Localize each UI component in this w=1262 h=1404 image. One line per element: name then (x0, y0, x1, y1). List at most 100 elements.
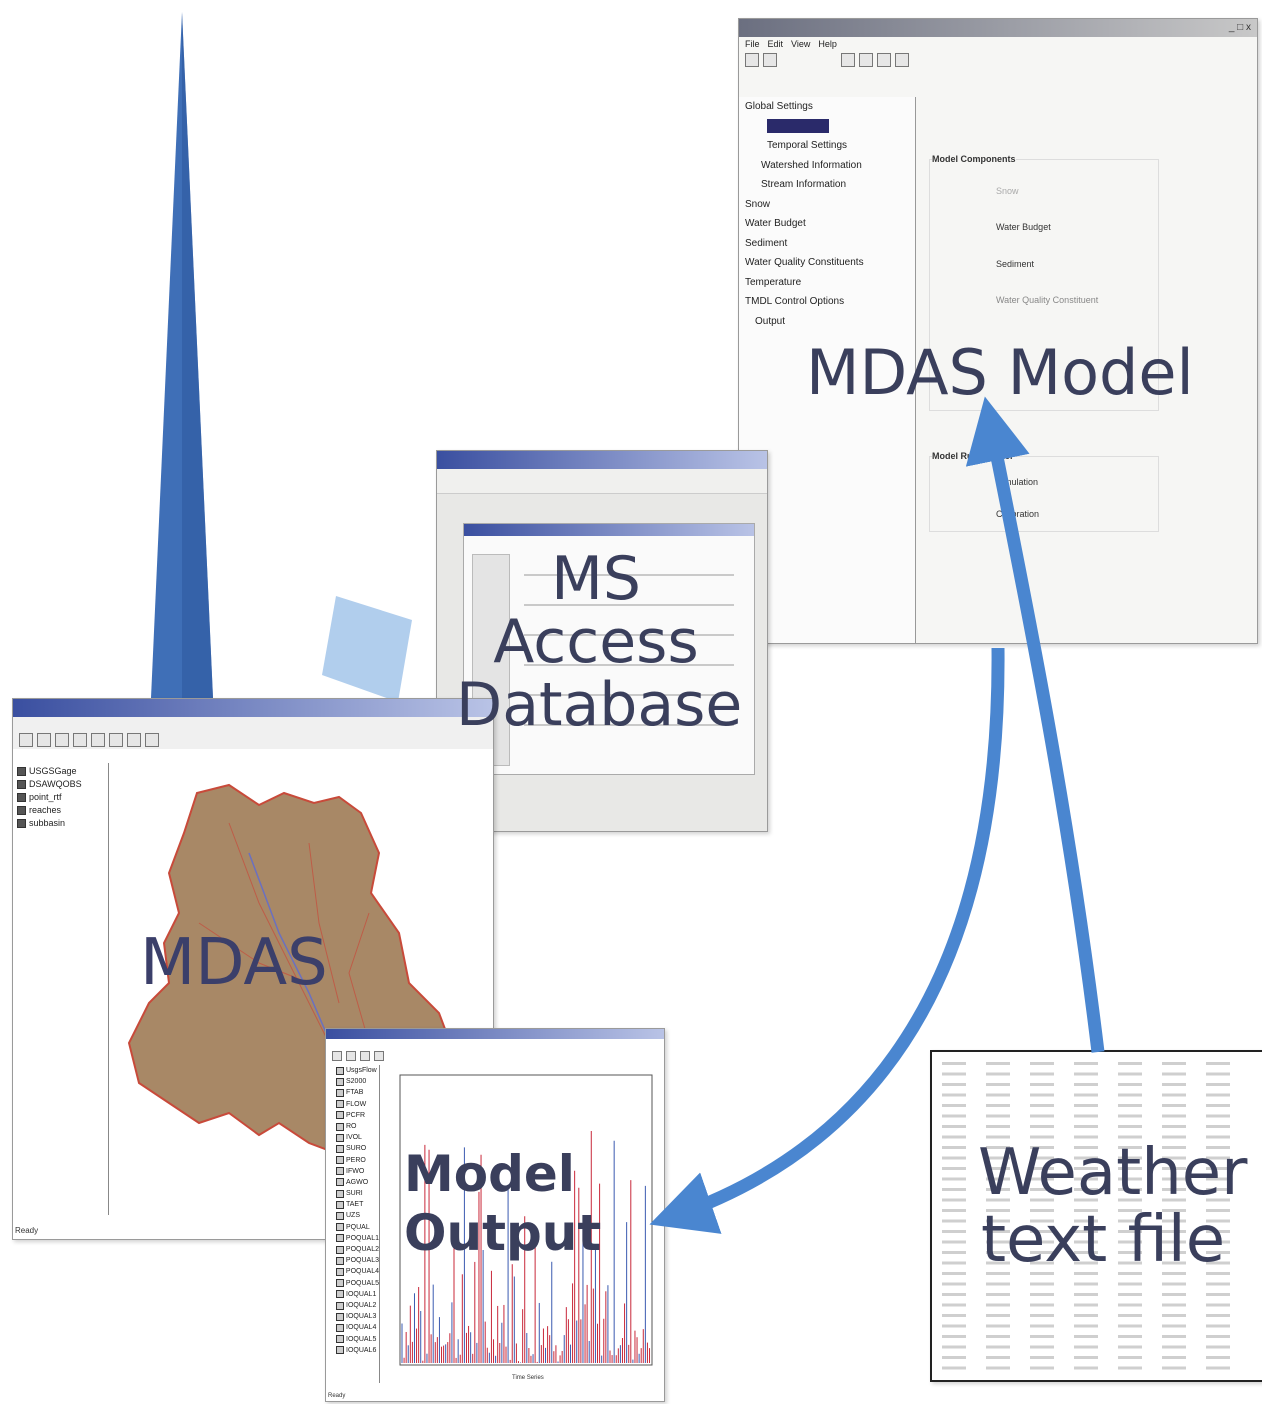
tree-item-tmdl[interactable]: TMDL Control Options (745, 296, 845, 307)
output-plot[interactable] (382, 1065, 658, 1383)
tree-item-sediment[interactable]: Sediment (745, 237, 788, 249)
new-icon[interactable] (19, 733, 33, 747)
series-item[interactable]: PERO (336, 1155, 379, 1166)
series-item[interactable]: POQUAL1 (336, 1233, 379, 1244)
series-item[interactable]: SURI (336, 1188, 379, 1199)
series-item[interactable]: IFWO (336, 1166, 379, 1177)
checkbox-wq[interactable]: Water Quality Constituent (996, 295, 1099, 305)
weather-text-cell (1162, 1282, 1186, 1286)
weather-text-cell (942, 1230, 966, 1233)
weather-text-cell (1206, 1209, 1230, 1212)
label-ms-access-line3: Database (456, 670, 743, 740)
tree-item-global[interactable]: Global Settings (745, 101, 813, 112)
series-item[interactable]: UZS (336, 1210, 379, 1221)
series-item[interactable]: IOQUAL4 (336, 1322, 379, 1333)
save-icon[interactable] (346, 1051, 356, 1061)
zoom-in-icon[interactable] (73, 733, 87, 747)
weather-text-cell (1074, 1282, 1098, 1286)
series-item[interactable]: AGWO (336, 1177, 379, 1188)
edit-icon[interactable] (877, 53, 891, 67)
layer-item[interactable]: point_rtf (17, 791, 104, 804)
layer-item[interactable]: subbasin (17, 817, 104, 830)
weather-text-cell (1118, 1125, 1142, 1128)
weather-text-cell (1118, 1282, 1142, 1286)
weather-text-cell (1162, 1083, 1186, 1086)
weather-text-cell (1030, 1335, 1054, 1338)
radio-calibration[interactable]: Calibration (996, 509, 1040, 519)
settings-icon[interactable] (895, 53, 909, 67)
series-item[interactable]: IOQUAL3 (336, 1311, 379, 1322)
tree-item-temporal[interactable]: Temporal Settings (767, 140, 848, 151)
weather-text-cell (1074, 1345, 1098, 1349)
run-icon[interactable] (841, 53, 855, 67)
series-item[interactable]: SURO (336, 1143, 379, 1154)
tree-item-wq[interactable]: Water Quality Constituents (745, 257, 864, 268)
series-item[interactable]: POQUAL3 (336, 1255, 379, 1266)
menu-view[interactable]: View (791, 39, 811, 49)
series-item[interactable]: FLOW (336, 1099, 379, 1110)
label-weather: Weather text file (978, 1139, 1247, 1274)
tree-item-temperature[interactable]: Temperature (745, 276, 802, 288)
open-icon[interactable] (745, 53, 759, 67)
menu-edit[interactable]: Edit (767, 39, 784, 49)
help-icon[interactable] (145, 733, 159, 747)
weather-text-cell (1074, 1093, 1098, 1097)
weather-text-cell (1206, 1083, 1230, 1086)
menu-help[interactable]: Help (818, 39, 837, 49)
series-item[interactable]: IOQUAL5 (336, 1334, 379, 1345)
label-ms-access: MS Access Database (456, 548, 743, 740)
weather-text-cell (1162, 1366, 1186, 1370)
layer-item[interactable]: USGSGage (17, 765, 104, 778)
series-item[interactable]: UsgsFlow (336, 1065, 379, 1076)
weather-text-cell (986, 1345, 1010, 1349)
save-icon[interactable] (55, 733, 69, 747)
series-item[interactable]: PCFR (336, 1110, 379, 1121)
chart-icon[interactable] (360, 1051, 370, 1061)
pan-icon[interactable] (109, 733, 123, 747)
weather-text-cell (942, 1093, 966, 1097)
weather-text-cell (1162, 1314, 1186, 1317)
weather-text-cell (1030, 1272, 1054, 1275)
weather-text-cell (986, 1125, 1010, 1128)
radio-simulation[interactable]: Simulation (996, 477, 1039, 487)
tree-item-water-budget[interactable]: Water Budget (745, 218, 806, 229)
tree-item-watershed[interactable]: Watershed Information (761, 159, 862, 171)
checkbox-snow[interactable]: Snow (996, 186, 1019, 196)
tree-item-stream[interactable]: Stream Information (761, 179, 847, 190)
open-icon[interactable] (332, 1051, 342, 1061)
checkbox-sediment[interactable]: Sediment (996, 259, 1035, 269)
tree-item-output[interactable]: Output (755, 315, 786, 327)
series-item[interactable]: POQUAL5 (336, 1278, 379, 1289)
series-item[interactable]: FTAB (336, 1087, 379, 1098)
zoom-out-icon[interactable] (91, 733, 105, 747)
menu-file[interactable]: File (745, 39, 760, 49)
series-item[interactable]: POQUAL2 (336, 1244, 379, 1255)
weather-text-cell (1030, 1282, 1054, 1286)
series-item[interactable]: POQUAL4 (336, 1266, 379, 1277)
series-item[interactable]: TAET (336, 1199, 379, 1210)
series-item[interactable]: IOQUAL2 (336, 1300, 379, 1311)
save-icon[interactable] (763, 53, 777, 67)
model-window-titlebar: _ □ x (739, 19, 1257, 37)
tree-item-selected[interactable] (745, 117, 915, 137)
components-group: Model Components Snow Water Budget Sedim… (929, 154, 1159, 411)
zoom-icon[interactable] (374, 1051, 384, 1061)
series-item[interactable]: IOQUAL6 (336, 1345, 379, 1356)
series-item[interactable]: S2000 (336, 1076, 379, 1087)
layer-item[interactable]: DSAWQOBS (17, 778, 104, 791)
series-item[interactable]: RO (336, 1121, 379, 1132)
layer-item[interactable]: reaches (17, 804, 104, 817)
weather-text-cell (942, 1293, 966, 1296)
open-icon[interactable] (37, 733, 51, 747)
window-controls[interactable]: _ □ x (1228, 22, 1251, 33)
checkbox-water-budget[interactable]: Water Budget (996, 222, 1051, 232)
identify-icon[interactable] (127, 733, 141, 747)
tree-item-snow[interactable]: Snow (745, 198, 771, 210)
help-icon[interactable] (859, 53, 873, 67)
series-item[interactable]: IOQUAL1 (336, 1289, 379, 1300)
weather-text-cell (1162, 1167, 1186, 1170)
weather-text-cell (986, 1356, 1010, 1359)
weather-text-cell (1162, 1209, 1186, 1212)
series-item[interactable]: PQUAL (336, 1222, 379, 1233)
series-item[interactable]: IVOL (336, 1132, 379, 1143)
